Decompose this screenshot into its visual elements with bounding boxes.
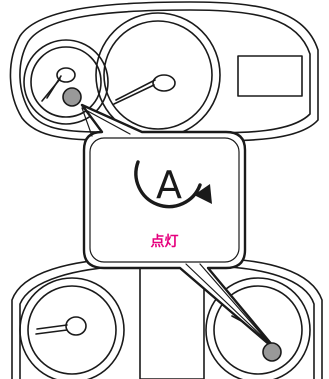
top-cluster-housing xyxy=(9,1,319,142)
auto-start-stop-icon: A xyxy=(134,160,212,209)
symbol-letter: A xyxy=(156,163,182,207)
bottom-left-gauge xyxy=(19,277,125,379)
top-right-display xyxy=(237,55,303,97)
top-left-gauge xyxy=(23,39,109,125)
indicator-lamp-icon xyxy=(62,87,82,107)
top-center-gauge xyxy=(95,12,221,138)
status-label: 点灯 xyxy=(150,234,179,250)
bottom-center-display xyxy=(139,265,205,379)
callout-bubble xyxy=(80,103,280,354)
indicator-lamp-icon xyxy=(262,342,282,362)
